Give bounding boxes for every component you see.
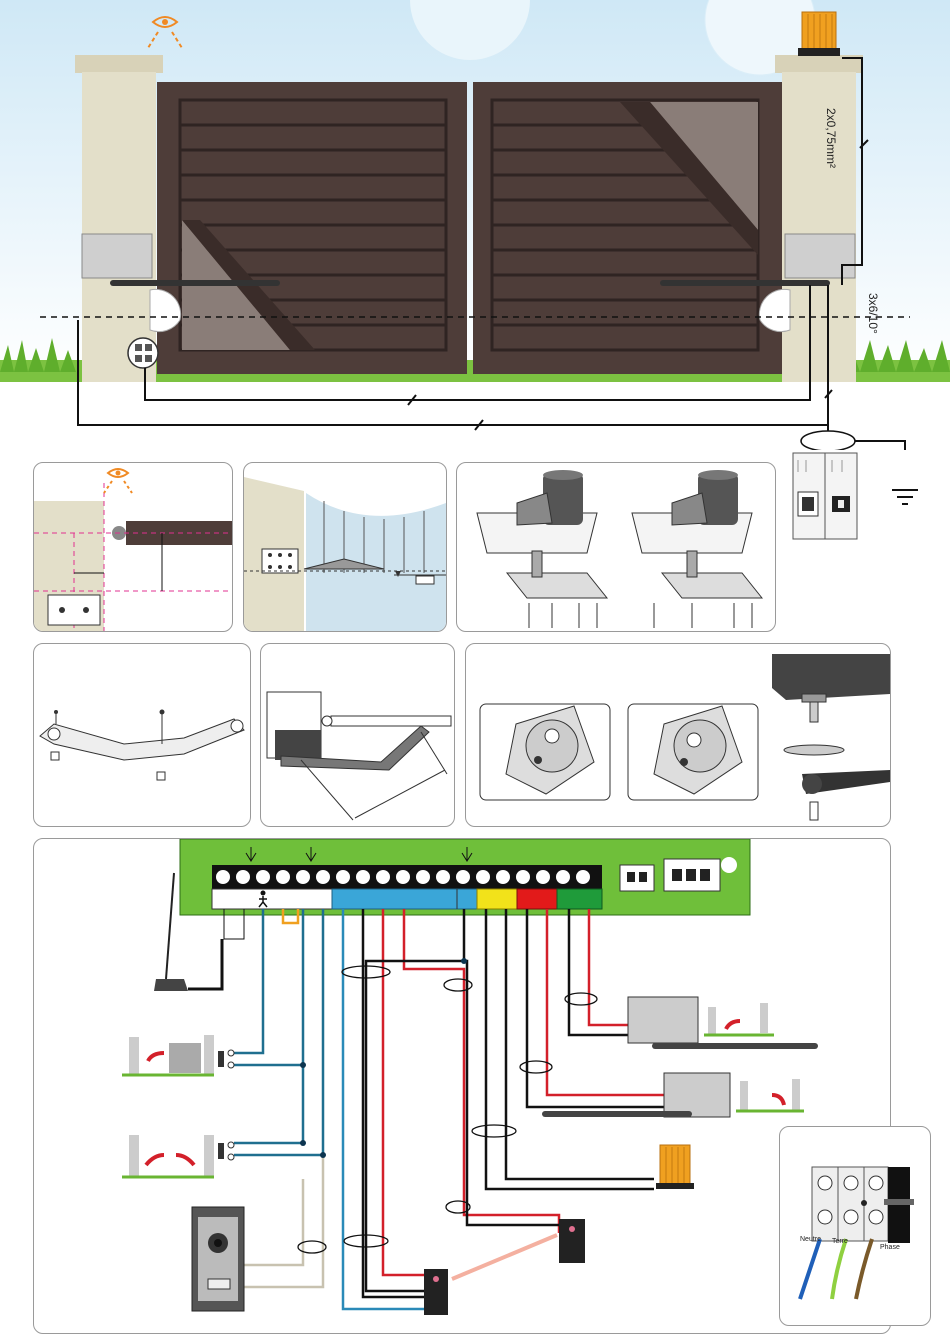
keyswitch [128, 338, 158, 368]
panel-photocell-position [33, 462, 233, 632]
panel-motor-height [243, 462, 447, 632]
cable-label-motor: 3x6/10° [866, 293, 880, 334]
cam-plate-right [628, 704, 758, 800]
motor-mount-left [477, 470, 607, 628]
neutral-label: Neutre [800, 1236, 821, 1243]
terminal-strip [212, 865, 602, 909]
ground-icon [890, 486, 920, 510]
video-intercom [192, 1207, 244, 1311]
circuit-breaker [792, 452, 858, 540]
earth-label: Terre [832, 1238, 848, 1245]
panel-arm-assembly [33, 643, 251, 827]
motor-1 [628, 997, 818, 1049]
button-total [122, 1135, 234, 1177]
panel-arm-geometry [260, 643, 455, 827]
cable-label-flashlight: 2x0,75mm² [824, 108, 838, 168]
pillar-left [75, 55, 163, 382]
motor-mount-right [632, 470, 762, 628]
phase-label: Phase [880, 1244, 900, 1251]
eye-icon [104, 469, 132, 493]
flashing-light-icon [656, 1145, 694, 1189]
flashing-light-icon [798, 12, 840, 56]
panel-wiring [33, 838, 891, 1334]
panel-mains-terminal [779, 1126, 931, 1326]
gate-overview [0, 0, 950, 450]
pillar-right [775, 55, 863, 382]
panel-motor-mounting [456, 462, 776, 632]
gate-overview-drawing [0, 0, 950, 450]
button-pedestrian [122, 1035, 234, 1075]
cam-plate-left [480, 704, 610, 800]
arm-connection [772, 654, 890, 820]
panel-limit-cams [465, 643, 891, 827]
